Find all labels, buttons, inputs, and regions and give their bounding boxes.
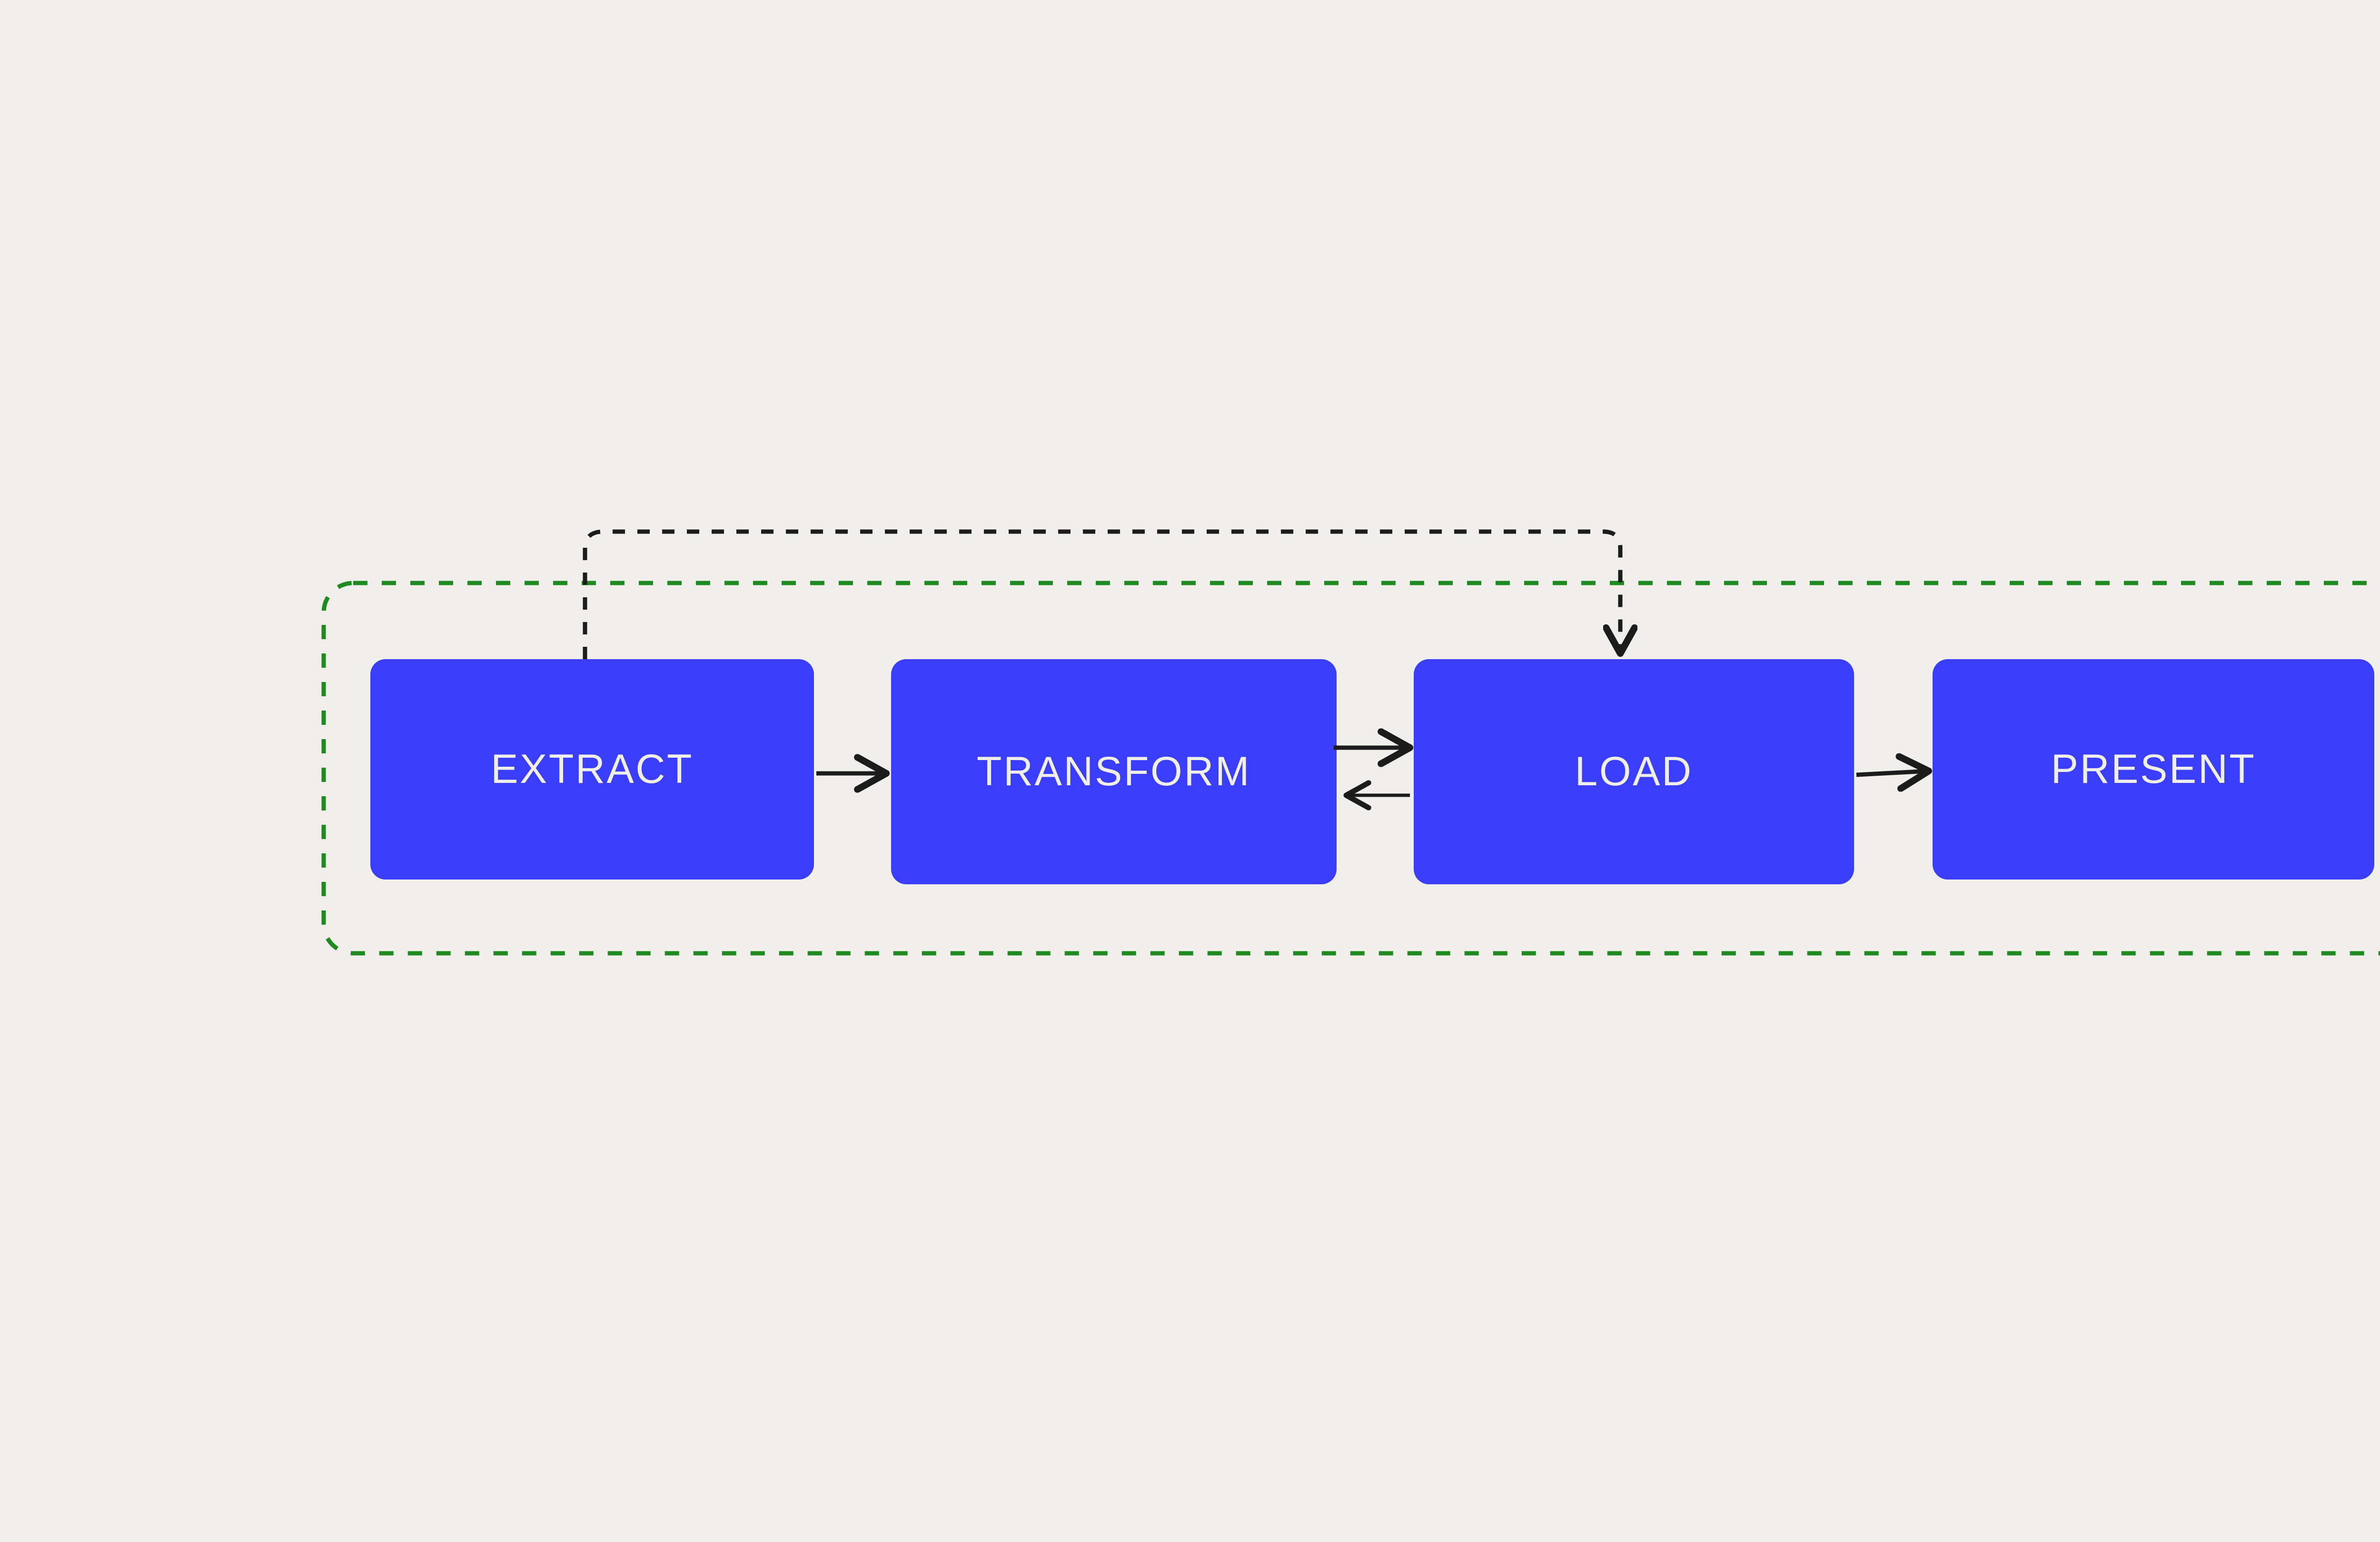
node-extract[interactable] (370, 659, 814, 880)
node-transform[interactable] (891, 659, 1337, 884)
pipeline-boundary (321, 581, 2380, 956)
node-present[interactable] (1933, 659, 2374, 880)
node-load[interactable] (1414, 659, 1854, 884)
edge-load-to-present (1856, 771, 1929, 775)
edge-extract-feedback-to-load (583, 529, 1620, 659)
